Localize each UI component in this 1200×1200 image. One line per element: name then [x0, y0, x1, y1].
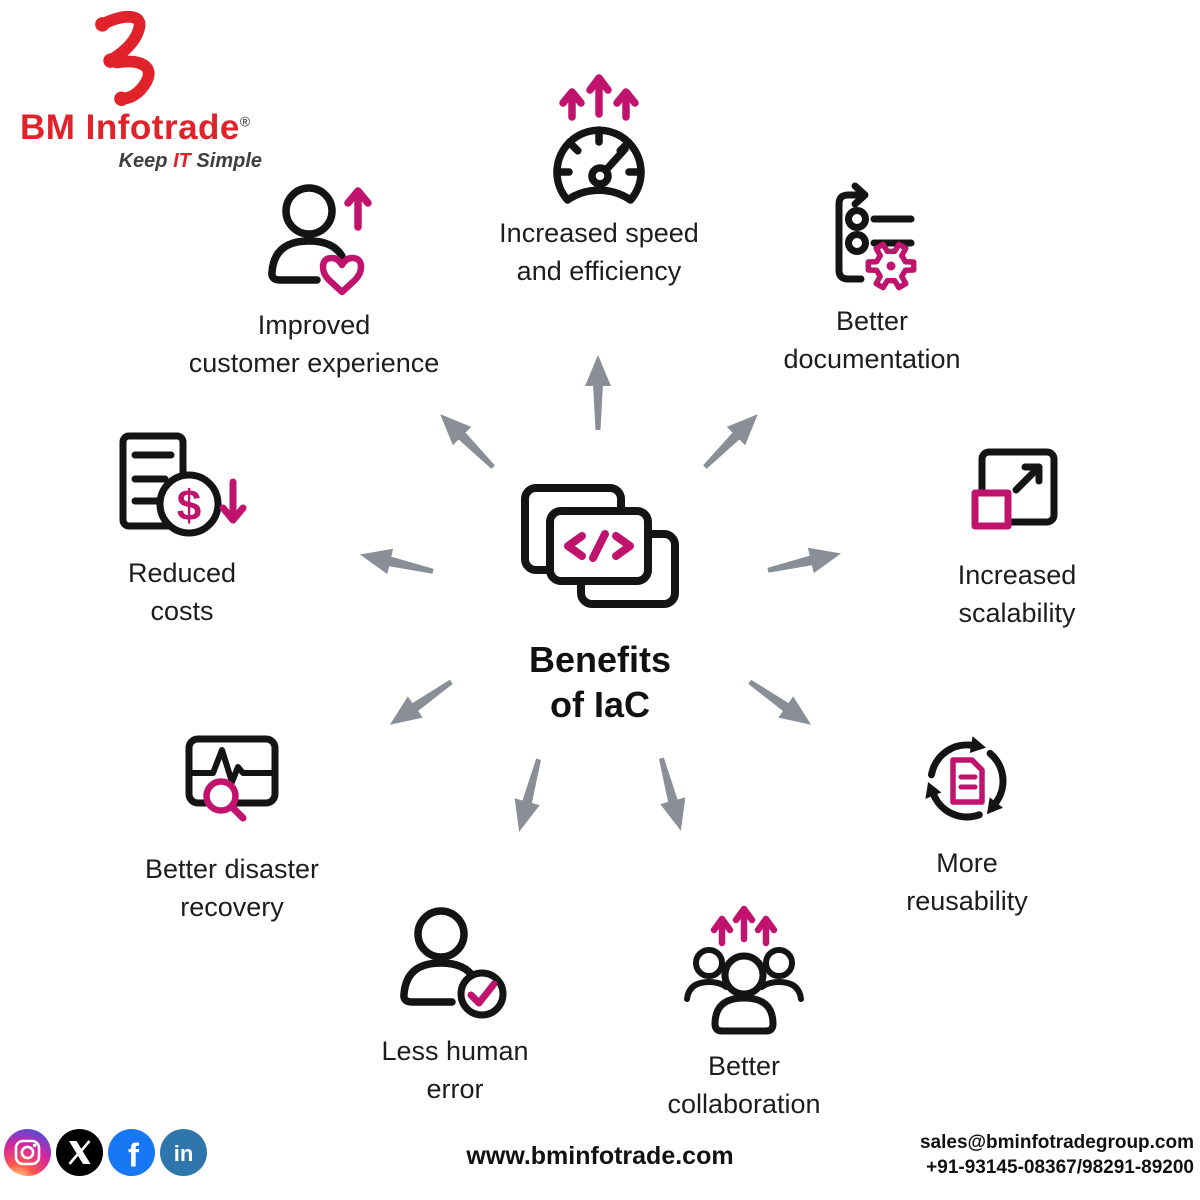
- center-title: Benefits of IaC: [528, 639, 672, 725]
- benefit-scalability: Increased scalability: [867, 444, 1167, 632]
- linkedin-icon[interactable]: in: [160, 1129, 207, 1176]
- recycle-document-icon: [925, 736, 1007, 821]
- radial-arrow-up-right: [691, 401, 770, 480]
- footer-website: www.bminfotrade.com: [466, 1142, 734, 1170]
- benefit-label: Better collaboration: [667, 1051, 821, 1119]
- benefit-label: Improved customer experience: [188, 310, 440, 378]
- linkedin-glyph: in: [174, 1141, 194, 1166]
- brand-tagline: Keep IT Simple: [118, 150, 262, 172]
- benefit-speed: Increased speed and efficiency: [449, 72, 749, 290]
- radial-arrow-down-right: [738, 667, 821, 740]
- person-check-icon: [400, 907, 507, 1019]
- benefit-reusability: More reusability: [817, 728, 1117, 920]
- benefit-documentation: Better documentation: [722, 182, 1022, 378]
- benefit-customer-experience: Improved customer experience: [164, 180, 464, 382]
- instagram-icon[interactable]: [4, 1129, 51, 1176]
- footer-email: sales@bminfotradegroup.com: [919, 1132, 1194, 1153]
- invoice-dollar-down-icon: $: [119, 432, 246, 537]
- benefit-label: Increased speed and efficiency: [499, 218, 699, 286]
- radial-arrow-down-left-steep: [502, 753, 555, 837]
- center-block: Benefits of IaC: [450, 483, 750, 727]
- brand-name: BM Infotrade®: [20, 108, 251, 147]
- benefit-collaboration: Better collaboration: [594, 903, 894, 1123]
- radial-arrow-left: [355, 538, 439, 589]
- radial-arrow-down-left: [379, 667, 462, 740]
- benefit-label: Increased scalability: [957, 560, 1077, 628]
- team-up-arrows-icon: [684, 905, 804, 1035]
- benefit-label: Better documentation: [783, 306, 961, 374]
- facebook-icon[interactable]: f: [108, 1129, 155, 1176]
- benefit-costs: $ Reduced costs: [32, 430, 332, 630]
- monitor-pulse-search-icon: [185, 735, 279, 822]
- radial-arrow-right: [762, 537, 846, 588]
- dollar-glyph: $: [176, 482, 200, 531]
- brand-logo: BM Infotrade® Keep IT Simple: [20, 8, 270, 173]
- x-twitter-icon[interactable]: [56, 1129, 103, 1176]
- registered-mark: ®: [239, 113, 251, 130]
- radial-arrow-down-right-steep: [644, 752, 697, 836]
- checklist-gear-icon: [835, 182, 917, 291]
- benefit-disaster-recovery: Better disaster recovery: [82, 734, 382, 926]
- benefit-label: More reusability: [906, 848, 1028, 916]
- radial-arrow-up-left: [427, 401, 506, 480]
- footer-contact: sales@bminfotradegroup.com +91-93145-083…: [920, 1130, 1194, 1180]
- expand-square-icon: [971, 448, 1058, 530]
- code-window-icon: [521, 484, 679, 608]
- footer-social-row: f in: [4, 1129, 207, 1176]
- benefit-label: Better disaster recovery: [144, 854, 320, 922]
- radial-arrow-up: [581, 354, 615, 432]
- person-heart-up-icon: [268, 184, 372, 296]
- facebook-glyph: f: [128, 1137, 140, 1174]
- brand-logo-icon: [95, 10, 155, 106]
- benefit-label: Less human error: [381, 1036, 529, 1104]
- speedometer-icon: [553, 74, 645, 204]
- benefit-human-error: Less human error: [305, 906, 605, 1108]
- footer-phone: +91-93145-08367/98291-89200: [926, 1157, 1194, 1178]
- benefit-label: Reduced costs: [127, 558, 237, 626]
